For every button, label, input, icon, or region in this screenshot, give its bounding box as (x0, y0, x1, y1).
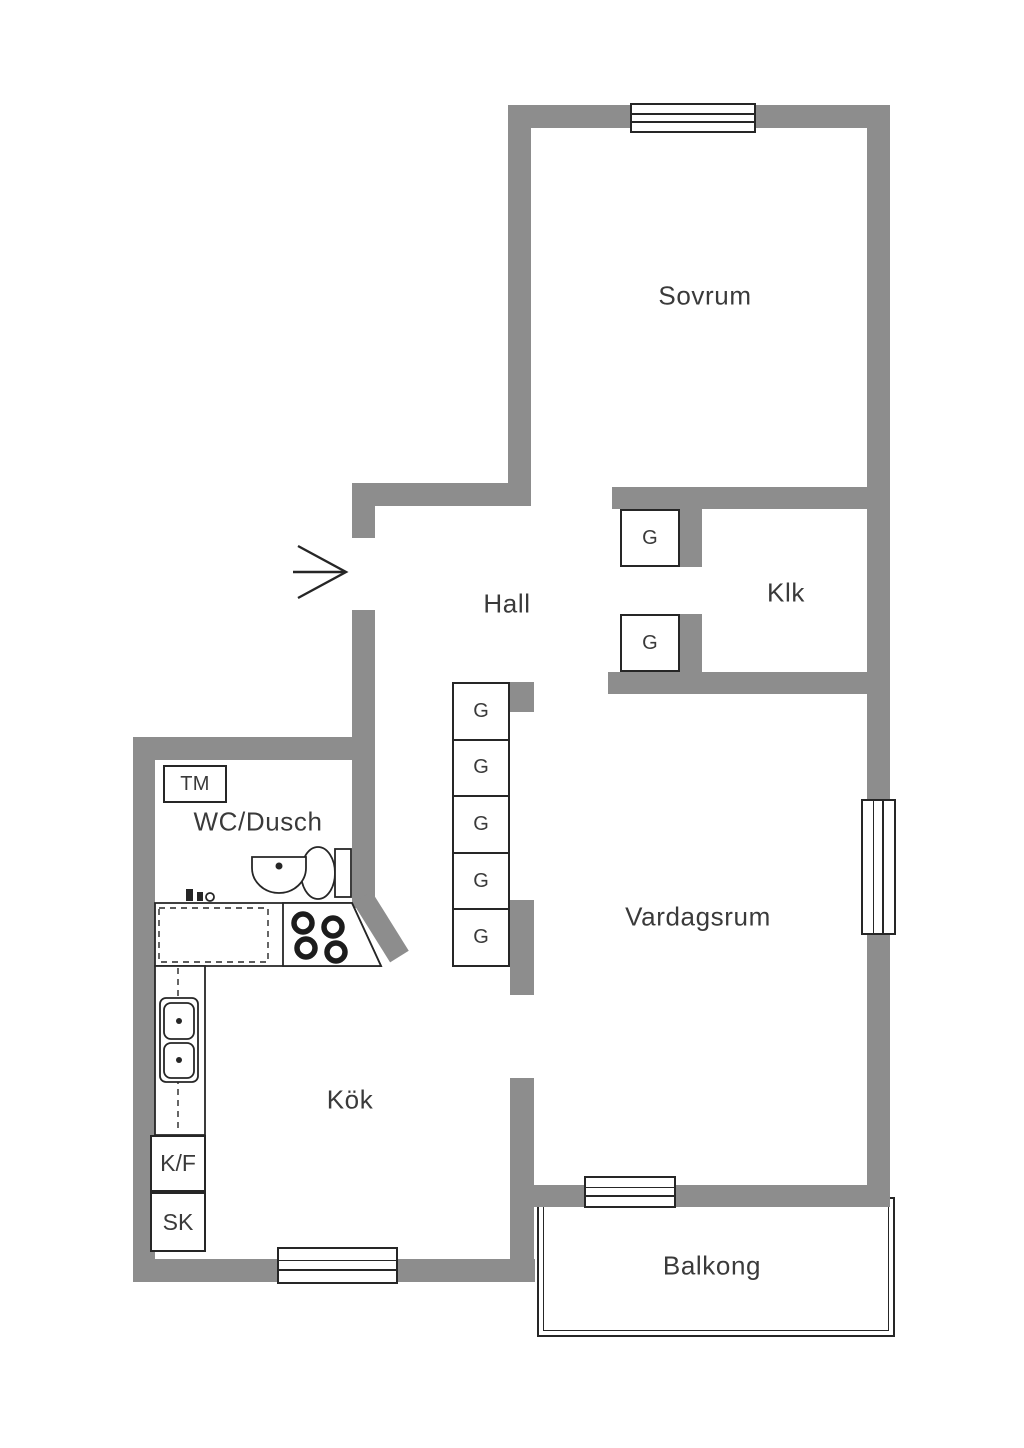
room-label-balkong: Balkong (662, 1250, 762, 1281)
window-pane-line (279, 1259, 396, 1262)
wall-sovrum-left (508, 105, 531, 505)
wc-accessories (186, 889, 215, 902)
wardrobe-klk-2: G (620, 614, 680, 672)
wardrobe-unit: G (454, 795, 508, 852)
wall-kitchen-divider (510, 1078, 534, 1282)
wall-wc-right (352, 760, 375, 908)
room-label-sovrum: Sovrum (658, 280, 752, 311)
wall-wardrobe-right (510, 900, 534, 995)
wall-entrance-lower (352, 610, 375, 760)
window-pane-line (882, 801, 884, 933)
dishwasher-outline (158, 907, 269, 1132)
wall-wc-top (133, 737, 374, 760)
wardrobe-unit: G (473, 699, 489, 722)
wall-livingroom-bottom (510, 1185, 890, 1207)
washing-machine-box: TM (163, 765, 227, 803)
wardrobe-klk-1: G (620, 509, 680, 567)
toilet (300, 846, 352, 900)
entrance-arrow (293, 544, 349, 600)
window-livingroom (861, 799, 896, 935)
fridge-freezer-box: K/F (150, 1135, 206, 1192)
room-label-vardagsrum: Vardagsrum (625, 901, 771, 932)
window-pane-line (586, 1186, 674, 1189)
wall-wardrobe-top-stub (510, 682, 534, 712)
cabinet-box: SK (150, 1192, 206, 1252)
window-pane-line (586, 1195, 674, 1197)
wardrobe-hall-column: G G G G G (452, 682, 510, 967)
wall-entrance-upper (352, 483, 375, 538)
wall-klk-bottom (608, 672, 890, 694)
window-sovrum (630, 103, 756, 133)
wall-kitchen-diagonal (353, 891, 409, 963)
room-label-hall: Hall (483, 588, 531, 619)
wall-klk-divider-1 (680, 509, 702, 567)
room-label-klk: Klk (767, 577, 805, 608)
window-kitchen (277, 1247, 398, 1284)
kitchen-sink (159, 997, 199, 1083)
wardrobe-unit: G (454, 738, 508, 796)
washbasin (251, 856, 307, 894)
wardrobe-unit: G (454, 908, 508, 965)
window-pane-line (632, 121, 754, 123)
wardrobe-unit: G (454, 851, 508, 909)
wall-klk-divider-2 (680, 614, 702, 672)
wall-right (867, 105, 890, 1207)
window-pane-line (279, 1269, 396, 1271)
wall-klk-top (612, 487, 890, 509)
window-pane-line (632, 113, 754, 115)
room-label-wc-dusch: WC/Dusch (193, 806, 323, 837)
balcony-door (584, 1176, 676, 1208)
wall-hall-top (352, 483, 531, 506)
room-label-kok: Kök (326, 1084, 374, 1115)
wall-left (133, 737, 155, 1282)
window-pane-line (872, 801, 875, 933)
